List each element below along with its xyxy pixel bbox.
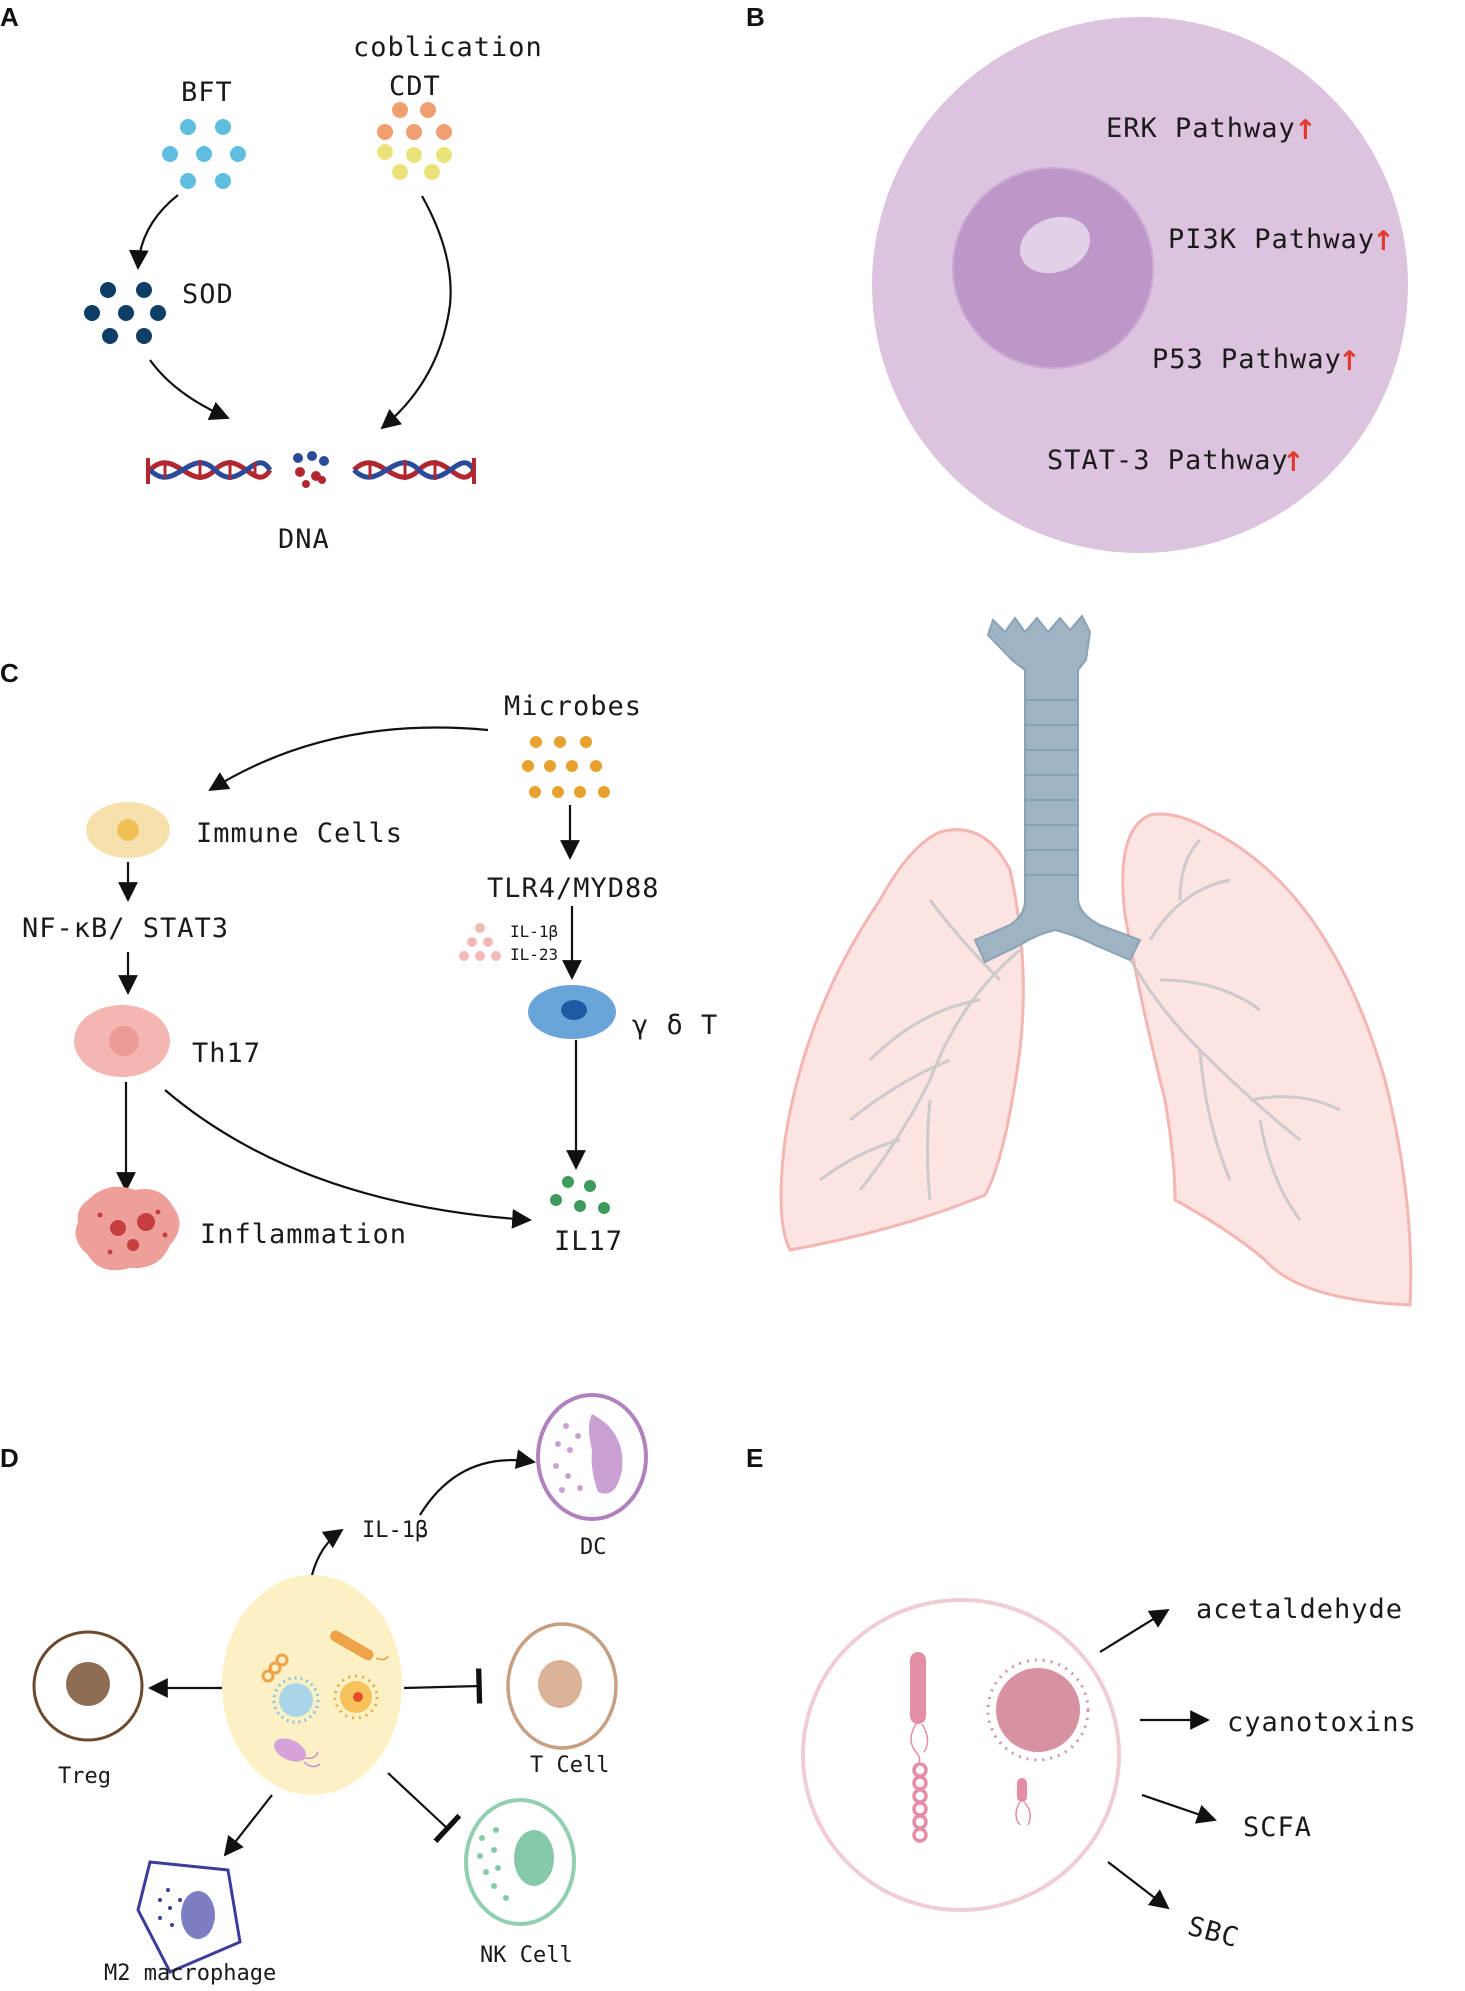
- arrow-th17-to-il17: [164, 1089, 532, 1229]
- pathway-stat3-label: STAT-3 Pathway: [1047, 445, 1289, 476]
- immune-cells-label: Immune Cells: [196, 818, 403, 849]
- panel-d: D IL-1β: [0, 1393, 648, 1986]
- lung-illustration: [779, 614, 1413, 1307]
- panel-e: E acetaldehyde cyanotoxins SCFA SBC: [746, 1443, 1417, 1954]
- up-arrow-icon: ↑: [1372, 226, 1396, 257]
- pathway-erk: ERK Pathway ↑: [1106, 113, 1318, 146]
- m2-macrophage-label: M2 macrophage: [104, 1961, 276, 1986]
- arrow-bft-to-sod: [128, 194, 179, 270]
- microbes-label: Microbes: [504, 691, 642, 722]
- nk-cell-label: NK Cell: [480, 1943, 573, 1968]
- panel-c-letter: C: [0, 658, 19, 688]
- nfkb-stat3-label: NF-κB/ STAT3: [22, 913, 229, 944]
- il17-label: IL17: [554, 1226, 623, 1257]
- th17-label: Th17: [192, 1038, 261, 1069]
- up-arrow-icon: ↑: [1282, 447, 1306, 478]
- pathway-pi3k-label: PI3K Pathway: [1168, 224, 1375, 255]
- t-cell: [506, 1622, 618, 1750]
- panel-b-letter: B: [746, 2, 765, 32]
- dna-helix-right: [352, 458, 477, 484]
- panel-c: C Microbes Immune Cells NF-κB/ STAT3 Th1…: [0, 658, 718, 1271]
- il1b-il23-dots: [459, 923, 501, 961]
- tlr4-myd88-label: TLR4/MYD88: [487, 873, 660, 904]
- nk-cell: [464, 1798, 576, 1926]
- dna-helix-left: [146, 458, 273, 484]
- right-lung: [1121, 812, 1413, 1307]
- cell-nucleolus: [1019, 216, 1091, 274]
- sbc-label: SBC: [1184, 1911, 1242, 1954]
- immune-cell: [86, 802, 170, 858]
- microbes-dots: [522, 736, 610, 798]
- arrow-sod-to-dna: [149, 359, 230, 420]
- panel-b: B ERK Pathway ↑ PI3K Pathway ↑ P53 Pathw…: [746, 2, 1408, 553]
- t-cell-label: T Cell: [530, 1753, 609, 1778]
- sod-label: SOD: [182, 279, 234, 310]
- pathway-erk-label: ERK Pathway: [1106, 113, 1296, 144]
- il1b-label: IL-1β: [362, 1518, 428, 1543]
- bronchial-tree: [819, 838, 1341, 1221]
- arrow-microbes-to-immune: [208, 726, 489, 792]
- acetaldehyde-label: acetaldehyde: [1196, 1594, 1403, 1625]
- arrow-to-scfa: [1141, 1793, 1217, 1824]
- inflammation-label: Inflammation: [200, 1219, 407, 1250]
- il23-label: IL-23: [510, 945, 558, 964]
- pathway-p53-label: P53 Pathway: [1152, 344, 1342, 375]
- panel-a: A BFT coblication CDT SOD DNA: [0, 2, 543, 555]
- cdt-label: CDT: [389, 71, 441, 102]
- spiky-microbe-icon: [333, 1674, 379, 1720]
- inhibit-microbes-to-tcell: [403, 1668, 483, 1704]
- arrow-to-sbc: [1107, 1861, 1170, 1910]
- bft-label: BFT: [181, 77, 233, 108]
- microbiome-circle: [801, 1598, 1121, 1912]
- up-arrow-icon: ↑: [1294, 115, 1318, 146]
- up-arrow-icon: ↑: [1338, 346, 1362, 377]
- dc-label: DC: [580, 1535, 607, 1560]
- virus-icon: [272, 1676, 320, 1724]
- left-lung: [779, 828, 1025, 1252]
- panel-a-letter: A: [0, 2, 19, 32]
- trachea: [973, 614, 1142, 964]
- il17-dots: [550, 1176, 610, 1214]
- chain-bacterium-icon: [261, 1653, 289, 1683]
- bft-molecules: [162, 119, 246, 189]
- arrow-microbes-to-il1b: [310, 1528, 344, 1576]
- arrow-il1b-to-dc: [419, 1449, 536, 1516]
- sod-molecules: [84, 282, 166, 344]
- inhibit-microbes-to-nkcell: [387, 1772, 462, 1844]
- flagellate-microbe-icon: [274, 1738, 321, 1768]
- pathway-stat3: STAT-3 Pathway ↑: [1047, 445, 1306, 478]
- rod-bacterium-icon: [330, 1630, 389, 1661]
- panel-d-letter: D: [0, 1443, 19, 1473]
- treg-cell: [32, 1630, 144, 1742]
- gdt-label: γ δ T: [632, 1010, 718, 1041]
- arrow-microbes-to-m2: [223, 1794, 273, 1857]
- spiky-cell-icon: [986, 1658, 1090, 1762]
- coblication-label: coblication: [353, 32, 543, 63]
- panel-e-letter: E: [746, 1443, 763, 1473]
- il1b-label: IL-1β: [510, 922, 558, 941]
- cdt-molecules: [377, 102, 452, 180]
- inflammation-cell: [75, 1186, 180, 1271]
- cyanotoxins-label: cyanotoxins: [1227, 1707, 1417, 1738]
- small-flagellate-icon: [1015, 1778, 1031, 1826]
- microbe-blob: [222, 1575, 402, 1795]
- pathway-p53: P53 Pathway ↑: [1152, 344, 1362, 377]
- gamma-delta-t-cell: [528, 985, 616, 1039]
- dc-cell: [536, 1393, 648, 1521]
- th17-cell: [74, 1005, 170, 1077]
- treg-label: Treg: [58, 1764, 111, 1789]
- dna-break-fragments: [293, 451, 329, 488]
- chain-microbe-icon: [912, 1762, 928, 1843]
- scfa-label: SCFA: [1243, 1812, 1312, 1843]
- dna-label: DNA: [278, 524, 330, 555]
- pathway-pi3k: PI3K Pathway ↑: [1168, 224, 1396, 257]
- arrow-cdt-to-dna: [380, 195, 452, 430]
- m2-macrophage-cell: [136, 1860, 242, 1974]
- arrow-to-acetaldehyde: [1099, 1608, 1170, 1653]
